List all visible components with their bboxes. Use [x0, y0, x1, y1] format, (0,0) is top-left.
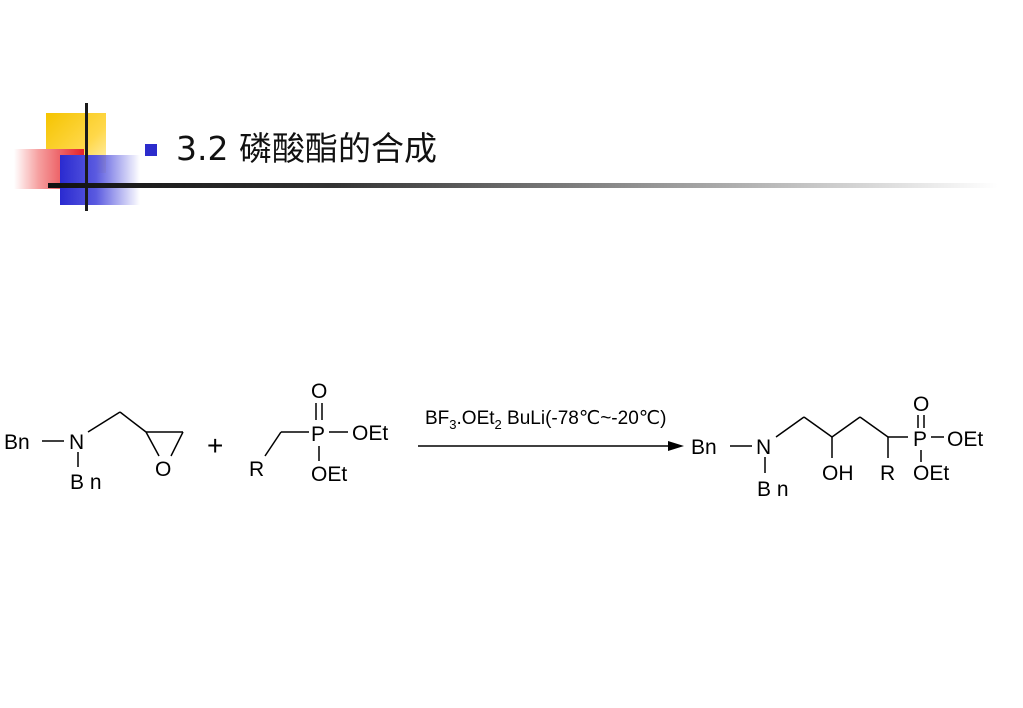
reactant2-p-oxo: O [311, 380, 327, 403]
bond [87, 411, 121, 433]
bond [119, 411, 147, 433]
conditions-oet-subscript: 2 [495, 417, 502, 432]
reactant1-n-atom: N [69, 431, 84, 454]
reactant2-p-atom: P [311, 423, 325, 446]
product-p-atom: P [913, 428, 927, 451]
decor-blue-square [60, 155, 140, 205]
title-underline [48, 183, 998, 188]
reactant1-bn-left: Bn [4, 431, 30, 454]
bond [803, 416, 833, 438]
reaction-arrow-head-icon [668, 441, 684, 451]
reactant-1: Bn N B n O [4, 411, 184, 494]
conditions-bf-subscript: 3 [449, 417, 456, 432]
product-oet-right: OEt [947, 428, 983, 451]
conditions-oet: .OEt [457, 408, 496, 429]
reactant1-epoxide-o: O [155, 458, 171, 481]
square-bullet-icon [145, 144, 157, 156]
product-oet-bottom: OEt [913, 462, 949, 485]
product-bn-bottom: B n [757, 478, 789, 501]
product: Bn N B n OH R O P OEt OEt [691, 393, 983, 501]
conditions-bf: BF [425, 408, 449, 429]
reaction-conditions: BF3.OEt2 BuLi(-78℃~-20℃) [425, 408, 666, 432]
conditions-buli: BuLi(-78℃~-20℃) [502, 408, 667, 429]
reactant-2: O P OEt OEt R [249, 380, 388, 486]
product-r-group: R [880, 462, 895, 485]
product-oh: OH [822, 462, 854, 485]
bond [264, 431, 282, 457]
plus-sign: + [207, 430, 223, 461]
product-bn-left: Bn [691, 436, 717, 459]
reactant1-bn-bottom: B n [70, 471, 102, 494]
bond [831, 416, 861, 438]
decor-vertical-line [85, 103, 88, 211]
reactant2-r-group: R [249, 458, 264, 481]
bond [145, 431, 160, 457]
reactant2-oet-right: OEt [352, 422, 388, 445]
reactant2-oet-bottom: OEt [311, 463, 347, 486]
bond [859, 416, 889, 438]
bond [170, 431, 184, 457]
slide-title: 3.2 磷酸酯的合成 [176, 129, 437, 168]
product-p-oxo: O [913, 393, 929, 416]
bond [775, 416, 805, 438]
product-n-atom: N [756, 436, 771, 459]
